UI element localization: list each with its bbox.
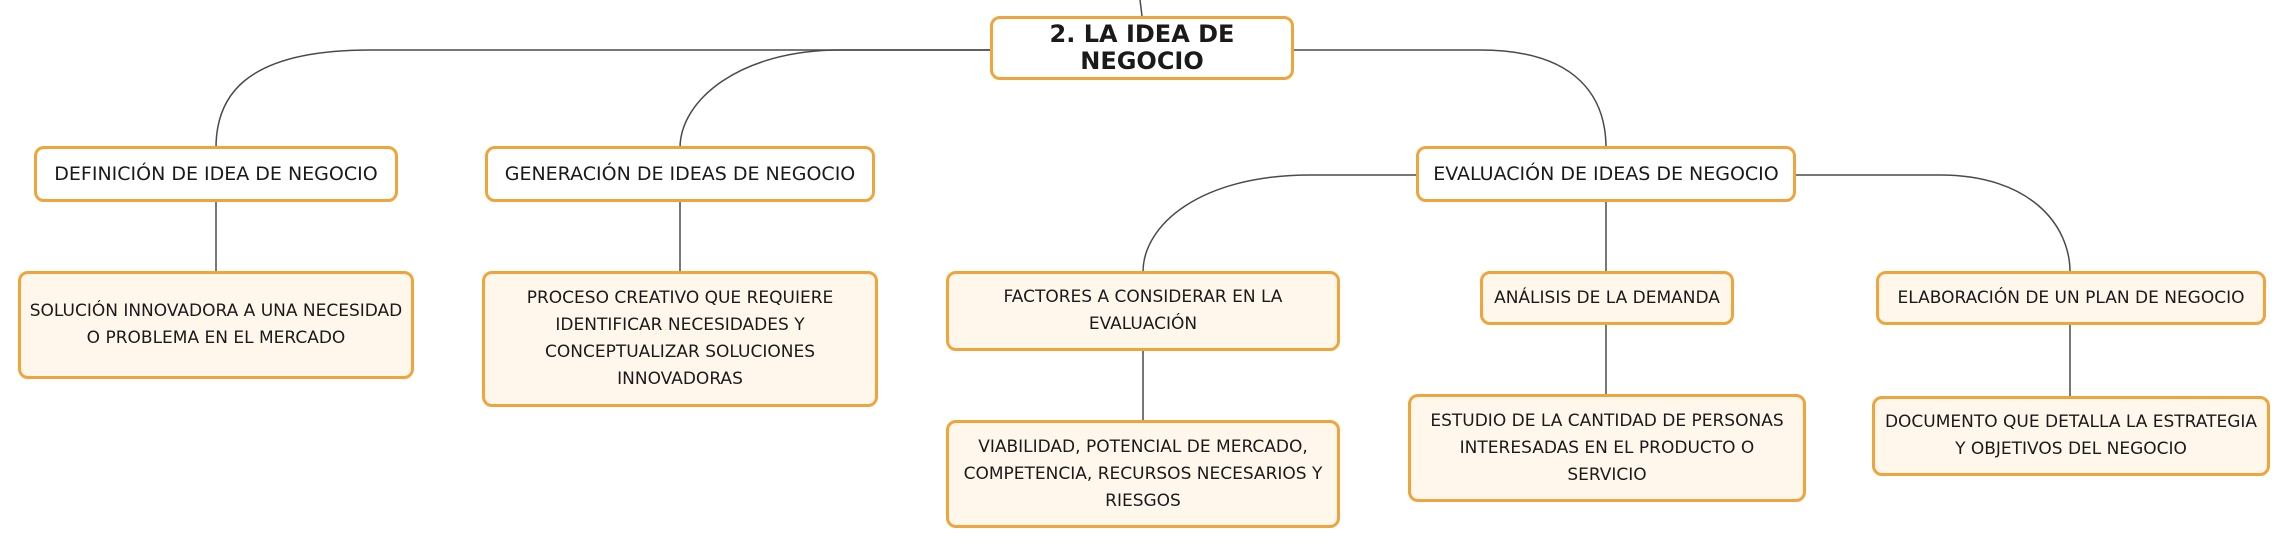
detail-node-text: DOCUMENTO QUE DETALLA LA ESTRATEGIA Y OB… bbox=[1884, 412, 2258, 459]
detail-node-demanda[interactable]: ESTUDIO DE LA CANTIDAD DE PERSONAS INTER… bbox=[1408, 394, 1806, 502]
detail-node-factores[interactable]: VIABILIDAD, POTENCIAL DE MERCADO, COMPET… bbox=[946, 420, 1340, 528]
detail-node-generacion[interactable]: PROCESO CREATIVO QUE REQUIERE IDENTIFICA… bbox=[482, 271, 878, 407]
connector-root-to-evaluacion bbox=[1294, 49, 1607, 149]
connector-evaluacion-to-plan bbox=[1796, 174, 2071, 273]
connector-evaluacion-to-factores bbox=[1142, 174, 1416, 273]
detail-node-text: ESTUDIO DE LA CANTIDAD DE PERSONAS INTER… bbox=[1430, 410, 1784, 485]
topic-node-label: DEFINICIÓN DE IDEA DE NEGOCIO bbox=[54, 162, 378, 185]
root-node-label: 2. LA IDEA DE NEGOCIO bbox=[1049, 20, 1235, 75]
topic-node-generacion[interactable]: GENERACIÓN DE IDEAS DE NEGOCIO bbox=[485, 146, 875, 202]
subtopic-node-plan[interactable]: ELABORACIÓN DE UN PLAN DE NEGOCIO bbox=[1876, 271, 2266, 325]
topic-node-label: GENERACIÓN DE IDEAS DE NEGOCIO bbox=[504, 162, 856, 185]
topic-node-label: EVALUACIÓN DE IDEAS DE NEGOCIO bbox=[1433, 162, 1779, 185]
detail-node-text: PROCESO CREATIVO QUE REQUIERE IDENTIFICA… bbox=[526, 288, 834, 389]
detail-node-text: VIABILIDAD, POTENCIAL DE MERCADO, COMPET… bbox=[963, 436, 1323, 511]
root-node[interactable]: 2. LA IDEA DE NEGOCIO bbox=[990, 16, 1294, 80]
subtopic-node-label: ELABORACIÓN DE UN PLAN DE NEGOCIO bbox=[1897, 287, 2245, 308]
detail-node-plan[interactable]: DOCUMENTO QUE DETALLA LA ESTRATEGIA Y OB… bbox=[1872, 396, 2270, 476]
connector-root-to-definicion bbox=[215, 49, 990, 149]
subtopic-node-label: ANÁLISIS DE LA DEMANDA bbox=[1494, 287, 1720, 308]
topic-node-definicion[interactable]: DEFINICIÓN DE IDEA DE NEGOCIO bbox=[34, 146, 398, 202]
subtopic-node-demanda[interactable]: ANÁLISIS DE LA DEMANDA bbox=[1480, 271, 1734, 325]
connector-root-top bbox=[1139, 0, 1143, 17]
connector-root-to-generacion bbox=[679, 49, 990, 149]
detail-node-definicion[interactable]: SOLUCIÓN INNOVADORA A UNA NECESIDAD O PR… bbox=[18, 271, 414, 379]
subtopic-node-factores[interactable]: FACTORES A CONSIDERAR EN LA EVALUACIÓN bbox=[946, 271, 1340, 351]
subtopic-node-label: FACTORES A CONSIDERAR EN LA EVALUACIÓN bbox=[1003, 287, 1283, 334]
topic-node-evaluacion[interactable]: EVALUACIÓN DE IDEAS DE NEGOCIO bbox=[1416, 146, 1796, 202]
detail-node-text: SOLUCIÓN INNOVADORA A UNA NECESIDAD O PR… bbox=[29, 301, 403, 348]
